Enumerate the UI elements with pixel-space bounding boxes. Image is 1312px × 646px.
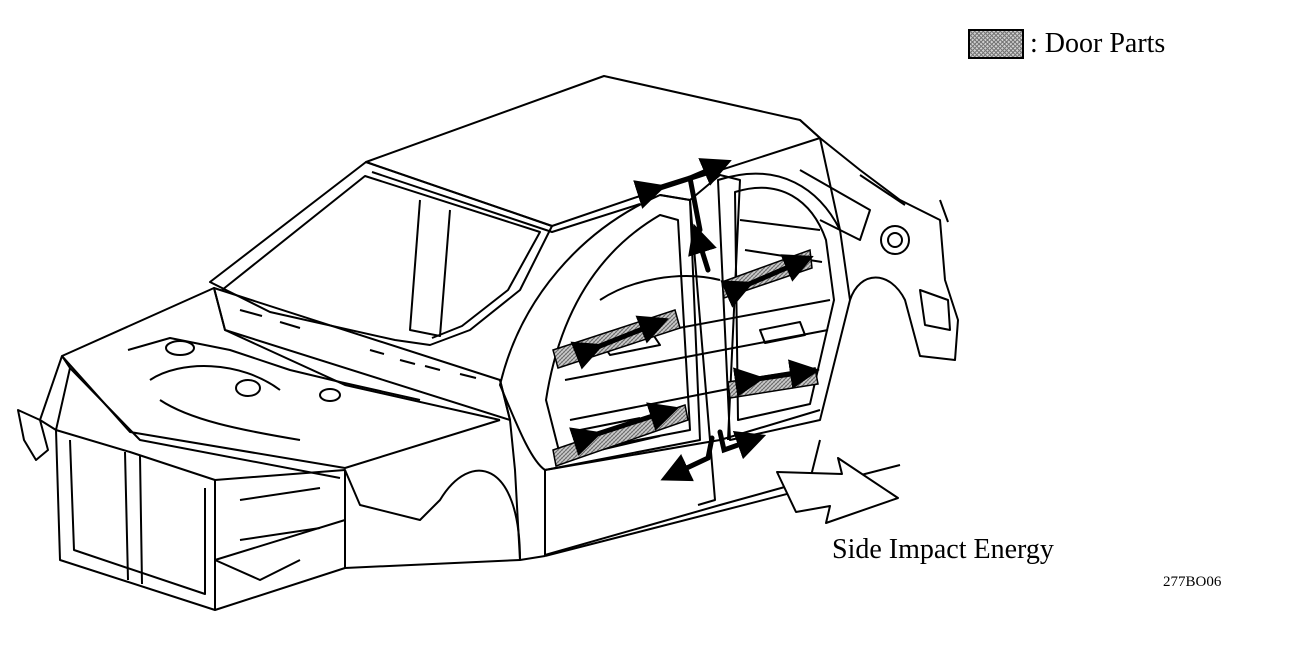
arrow-rear-lower — [732, 359, 820, 398]
arrow-roof-split — [633, 158, 732, 209]
side-impact-energy-label: Side Impact Energy — [832, 534, 1054, 565]
legend: : Door Parts — [968, 28, 1165, 60]
arrow-pillar-main — [687, 175, 703, 233]
figure-code: 277BO06 — [1163, 574, 1222, 590]
arrow-rear-upper — [720, 254, 814, 308]
car-body-outline — [17, 75, 959, 611]
arrow-sill-left — [660, 435, 715, 482]
arrow-sill-right — [717, 429, 767, 460]
energy-flow-arrows — [569, 158, 820, 482]
arrow-pillar-up — [688, 223, 717, 273]
arrow-front-lower — [569, 402, 680, 456]
legend-label: : Door Parts — [1030, 28, 1166, 59]
side-impact-arrow-icon — [776, 457, 899, 524]
crosshatch-swatch-icon — [968, 29, 1024, 59]
arrow-front-upper — [570, 315, 669, 370]
